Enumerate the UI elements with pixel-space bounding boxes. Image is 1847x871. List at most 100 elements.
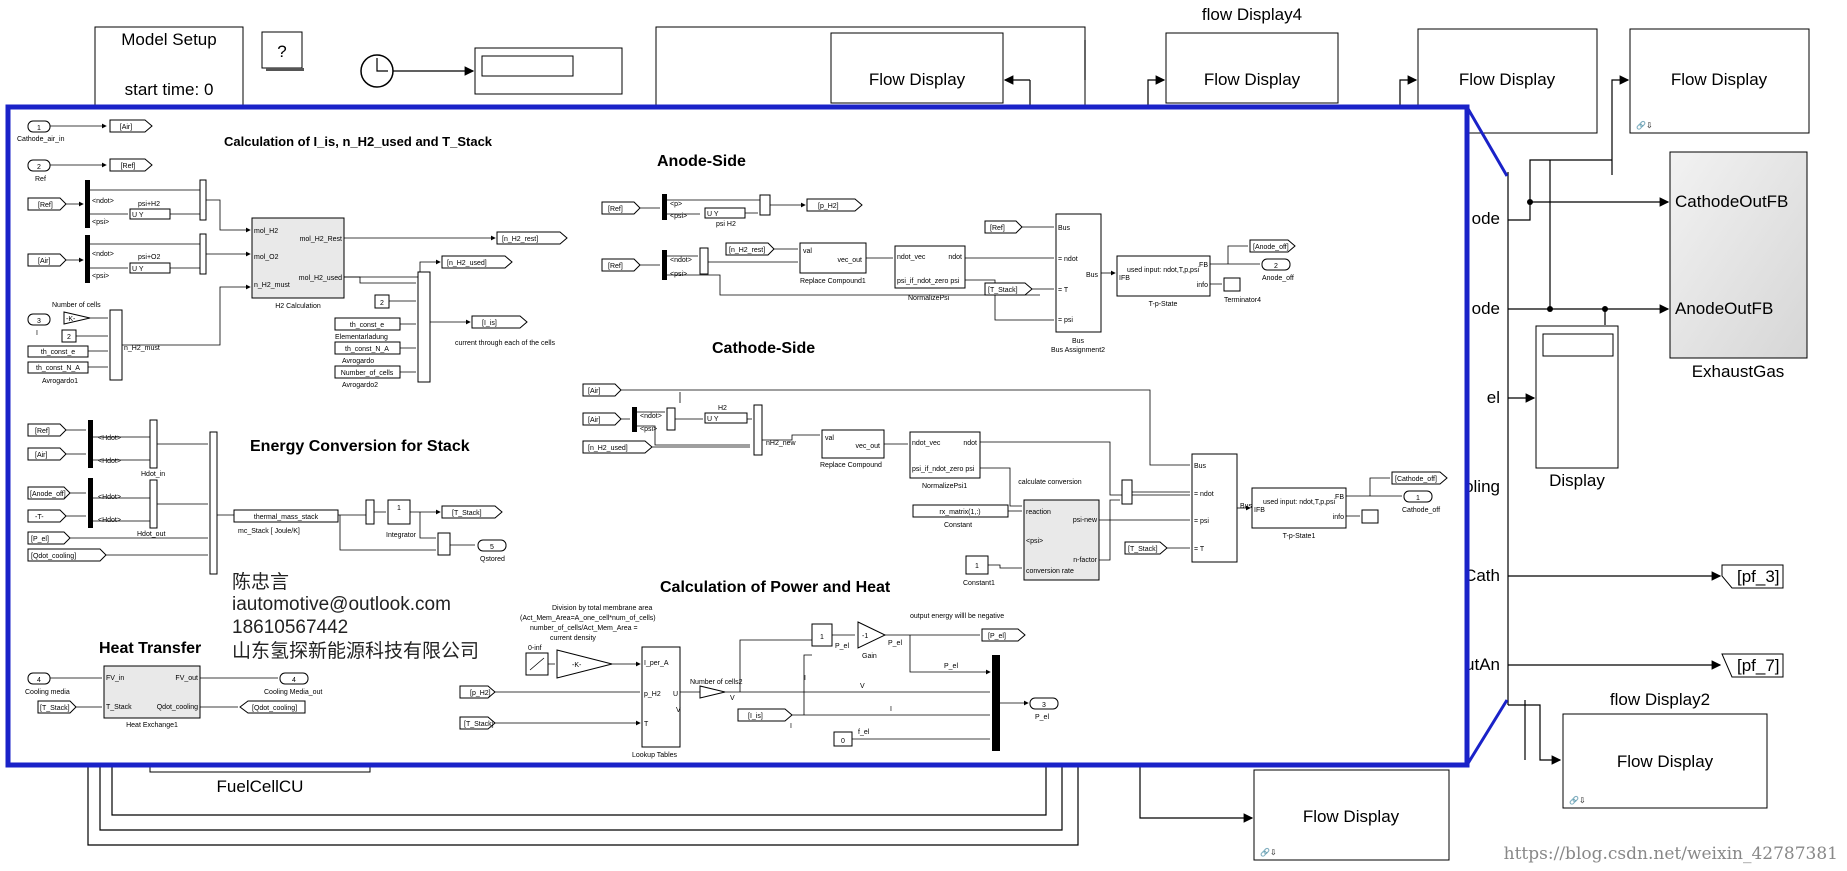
from-ref-1[interactable]: [27, 197, 67, 211]
svg-text:2: 2: [67, 334, 71, 341]
bus-assignment-block[interactable]: Bus = ndot = psi = T: [1191, 453, 1238, 563]
svg-text:Avrogardo: Avrogardo: [342, 358, 374, 365]
tp-state1-block[interactable]: IFB used input: ndot,T,p,psi FB info T-p…: [1251, 487, 1347, 540]
svg-text:vec_out: vec_out: [837, 257, 862, 264]
heat-exchange-block[interactable]: FV_in T_Stack FV_out Qdot_cooling Heat E…: [103, 665, 201, 729]
svg-text:= T: = T: [1058, 287, 1069, 294]
svg-text:U Y: U Y: [132, 212, 144, 219]
svg-text:Ref: Ref: [35, 176, 46, 183]
gain-k[interactable]: [63, 311, 91, 325]
svg-text:<p>: <p>: [670, 201, 682, 208]
lookup-tables-block[interactable]: I_per_A p_H2 T U Lookup Tables: [632, 646, 681, 759]
svg-text:reaction: reaction: [1026, 509, 1051, 516]
bus-selector-1[interactable]: [85, 180, 90, 228]
flow-display-6[interactable]: Flow Display 🔗⇩: [1253, 769, 1450, 861]
svg-text:<Hdot>: <Hdot>: [98, 494, 121, 501]
normalize-psi-block[interactable]: ndot_vec ndot psi_if_ndot_zero psi Norma…: [894, 245, 966, 302]
replace-compound-block[interactable]: val vec_out Replace Compound: [820, 429, 885, 469]
svg-text:[P_el]: [P_el]: [31, 536, 49, 543]
clock-icon: [360, 54, 394, 88]
bus-creator[interactable]: [992, 655, 1000, 751]
integrator-block[interactable]: [387, 499, 411, 525]
section-power: Division by total membrane area (Act_Mem…: [459, 605, 1059, 759]
bus-selector-2[interactable]: [85, 235, 90, 283]
svg-text:output energy willl be negativ: output energy willl be negative: [910, 613, 1004, 620]
port-label-cath: Cath: [1464, 566, 1500, 585]
svg-text:[I_is]: [I_is]: [482, 320, 497, 327]
replace-compound1-block[interactable]: val vec_out Replace Compound1: [799, 242, 867, 285]
goto-pf7[interactable]: [pf_7]: [1721, 653, 1784, 678]
svg-text:Bus Assignment2: Bus Assignment2: [1051, 347, 1105, 354]
svg-text:1: 1: [397, 505, 401, 512]
svg-text:[pf_7]: [pf_7]: [1737, 656, 1780, 675]
exhaust-gas-block[interactable]: CathodeOutFB AnodeOutFB ExhaustGas: [1669, 151, 1808, 381]
svg-text:IFB: IFB: [1254, 507, 1265, 514]
goto-air[interactable]: [109, 119, 153, 133]
fuelcell-caption: FuelCellCU: [217, 777, 304, 796]
tp-state-block[interactable]: IFB used input: ndot,T,p,psi FB info T-p…: [1116, 255, 1211, 308]
svg-text:Cooling Media_out: Cooling Media_out: [264, 689, 322, 696]
goto-ref[interactable]: [109, 158, 153, 172]
goto-i-is[interactable]: [471, 315, 528, 329]
gain-block-k[interactable]: [556, 649, 613, 679]
svg-text:I: I: [790, 723, 792, 730]
flow-display-5[interactable]: Flow Display 🔗⇩: [1562, 713, 1768, 809]
svg-text:H2 Calculation: H2 Calculation: [275, 303, 321, 310]
product-block-1[interactable]: [109, 309, 123, 381]
port-label-cooling: oling: [1464, 477, 1500, 496]
svg-text:IFB: IFB: [1119, 275, 1130, 282]
h2-calculation-block[interactable]: mol_H2 mol_O2 n_H2_must mol_H2_Rest mol_…: [251, 217, 345, 310]
heading-power: Calculation of Power and Heat: [660, 579, 891, 596]
calculate-conversion-block[interactable]: reaction <psi> psi-new n-factor conversi…: [1023, 499, 1100, 581]
svg-text:Avrogardo2: Avrogardo2: [342, 382, 378, 389]
svg-text:-K-: -K-: [66, 316, 76, 323]
svg-text:current through each of the ce: current through each of the cells: [455, 340, 556, 347]
svg-text:used input: ndot,T,p,psi: used input: ndot,T,p,psi: [1263, 499, 1335, 506]
svg-text:<psi>: <psi>: [670, 271, 687, 278]
flow-display-3[interactable]: Flow Display 🔗⇩: [1629, 28, 1810, 134]
flow-display-1[interactable]: Flow Display: [830, 32, 1004, 104]
goto-n-h2-rest[interactable]: [496, 231, 568, 245]
watermark-url: https://blog.csdn.net/weixin_42787381: [1504, 844, 1838, 864]
product-block-2[interactable]: [417, 271, 431, 383]
svg-text:Bus: Bus: [1086, 272, 1099, 279]
terminator-block[interactable]: [1223, 277, 1241, 292]
svg-text:Cathode_air_in: Cathode_air_in: [17, 136, 65, 143]
help-button[interactable]: ?: [261, 31, 304, 71]
svg-text:<ndot>: <ndot>: [92, 251, 114, 258]
goto-n-h2-used[interactable]: [441, 255, 513, 269]
svg-text:[Ref]: [Ref]: [35, 428, 50, 435]
inport-3[interactable]: [27, 313, 51, 326]
svg-text:ndot: ndot: [963, 440, 977, 447]
svg-text:vec_out: vec_out: [855, 443, 880, 450]
svg-text:[T_Stack]: [T_Stack]: [40, 705, 70, 712]
svg-text:Hdot_out: Hdot_out: [137, 531, 165, 538]
bus-assignment2-block[interactable]: Bus = ndot = T = psi Bus Bus Assignment2: [1051, 213, 1105, 354]
scope-display-block[interactable]: Display: [1535, 325, 1619, 490]
watermark-phone: 18610567442: [232, 617, 348, 638]
sum-block[interactable]: [209, 431, 218, 575]
goto-pf3[interactable]: [pf_3]: [1721, 564, 1784, 589]
svg-text:I_per_A: I_per_A: [644, 660, 669, 667]
svg-text:3: 3: [37, 318, 41, 325]
normalize-psi1-block[interactable]: ndot_vec ndot psi_if_ndot_zero psi Norma…: [909, 431, 981, 490]
inport-1[interactable]: [27, 120, 51, 133]
svg-text:Constant: Constant: [944, 522, 972, 529]
port-label-anode2: ode: [1472, 299, 1500, 318]
flow-display-4[interactable]: Flow Display: [1165, 32, 1339, 104]
svg-text:Hdot_in: Hdot_in: [141, 471, 165, 478]
svg-text:<psi>: <psi>: [670, 213, 687, 220]
gain-neg-block[interactable]: [857, 621, 887, 649]
model-setup-block[interactable]: Model Setup start time: 0: [94, 26, 244, 118]
svg-text:-T-: -T-: [35, 514, 44, 521]
section-calc-i: 1 Cathode_air_in [Air] 2 Ref [Ref] [Ref]…: [17, 119, 568, 389]
svg-text:p_H2: p_H2: [644, 691, 661, 698]
from-air-1[interactable]: [27, 253, 67, 267]
svg-text:4: 4: [37, 677, 41, 684]
svg-text:Bus: Bus: [1194, 463, 1207, 470]
svg-text:val: val: [825, 435, 834, 442]
inport-2[interactable]: [27, 159, 51, 172]
flow-display2-caption: flow Display2: [1610, 690, 1710, 709]
display-top-block[interactable]: [474, 47, 623, 95]
svg-text:ndot: ndot: [948, 254, 962, 261]
